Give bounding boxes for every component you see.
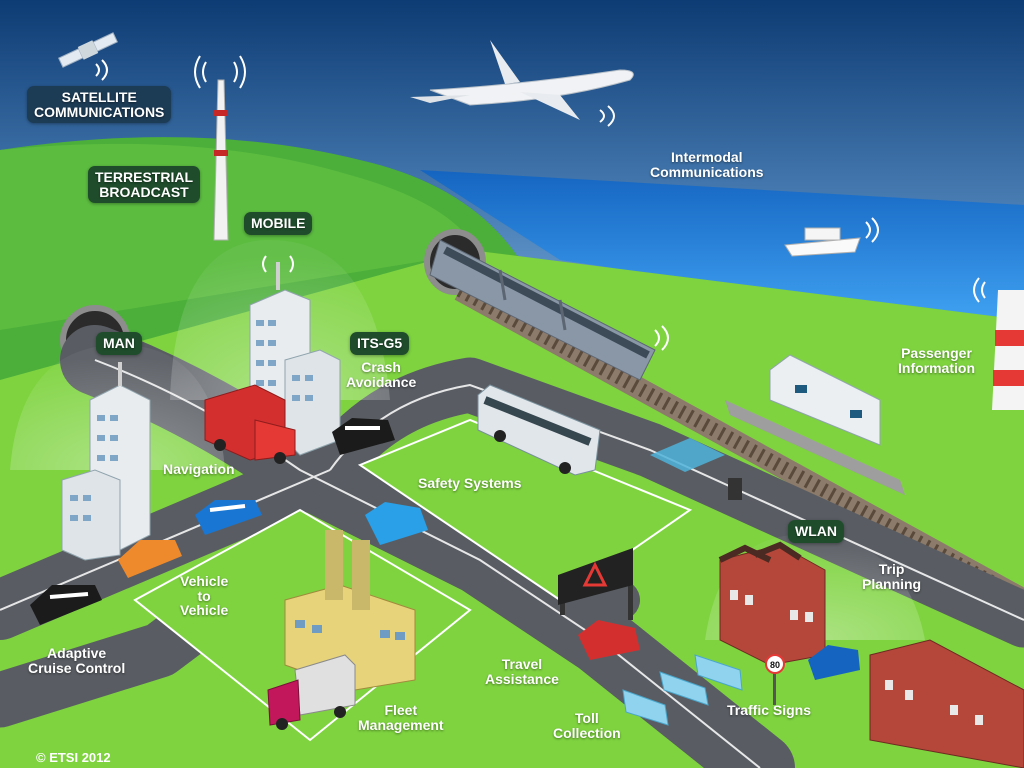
toll-booth-icon <box>622 654 743 726</box>
car-icon <box>195 500 262 535</box>
truck-icon <box>204 384 296 464</box>
station-icon <box>725 354 905 495</box>
airplane-icon <box>410 40 634 127</box>
building-icon <box>61 362 151 561</box>
copyright-text: © ETSI 2012 <box>36 750 111 765</box>
label-traffic-signs: Traffic Signs <box>727 702 812 718</box>
bus-stop-icon <box>650 438 742 500</box>
car-icon <box>365 502 428 545</box>
signal-waves-icon <box>95 59 108 81</box>
ship-icon <box>784 217 879 257</box>
label-crash-avoidance: Crash Avoidance <box>346 359 417 390</box>
car-icon <box>118 540 182 578</box>
label-wlan: WLAN <box>788 520 844 543</box>
label-intermodal-communications: Intermodal Communications <box>650 149 764 180</box>
truck-icon <box>267 654 356 730</box>
label-trip-planning: Trip Planning <box>862 561 922 592</box>
label-navigation: Navigation <box>163 461 235 477</box>
label-passenger-information: Passenger Information <box>898 345 975 376</box>
car-icon <box>808 645 860 680</box>
label-terrestrial-broadcast: TERRESTRIAL BROADCAST <box>88 166 200 204</box>
label-man: MAN <box>96 332 142 355</box>
house-icon <box>869 639 1024 768</box>
train-icon <box>429 239 669 381</box>
satellite-icon <box>58 32 118 68</box>
lighthouse-icon <box>973 277 1024 410</box>
label-fleet-management: Fleet Management <box>358 702 444 733</box>
label-travel-assistance: Travel Assistance <box>485 656 559 687</box>
broadcast-tower-icon <box>194 55 246 241</box>
grass-island-center <box>357 418 693 602</box>
speed-sign-text: 80 <box>770 660 780 670</box>
label-vehicle-to-vehicle: Vehicle to Vehicle <box>180 573 229 619</box>
car-icon <box>30 585 102 625</box>
label-its-g5: ITS-G5 <box>350 332 410 355</box>
speed-sign-icon: 80 <box>765 654 785 705</box>
label-safety-systems: Safety Systems <box>418 475 522 491</box>
label-adaptive-cruise-control: Adaptive Cruise Control <box>28 645 126 676</box>
car-icon <box>332 418 395 455</box>
traffic-sign-icon <box>558 548 633 620</box>
sea <box>420 170 1024 330</box>
label-satellite-communications: SATELLITE COMMUNICATIONS <box>27 86 172 124</box>
label-mobile: MOBILE <box>244 212 313 235</box>
bus-icon <box>477 384 601 476</box>
car-icon <box>578 620 640 660</box>
house-icon <box>718 541 826 666</box>
label-toll-collection: Toll Collection <box>553 710 621 741</box>
